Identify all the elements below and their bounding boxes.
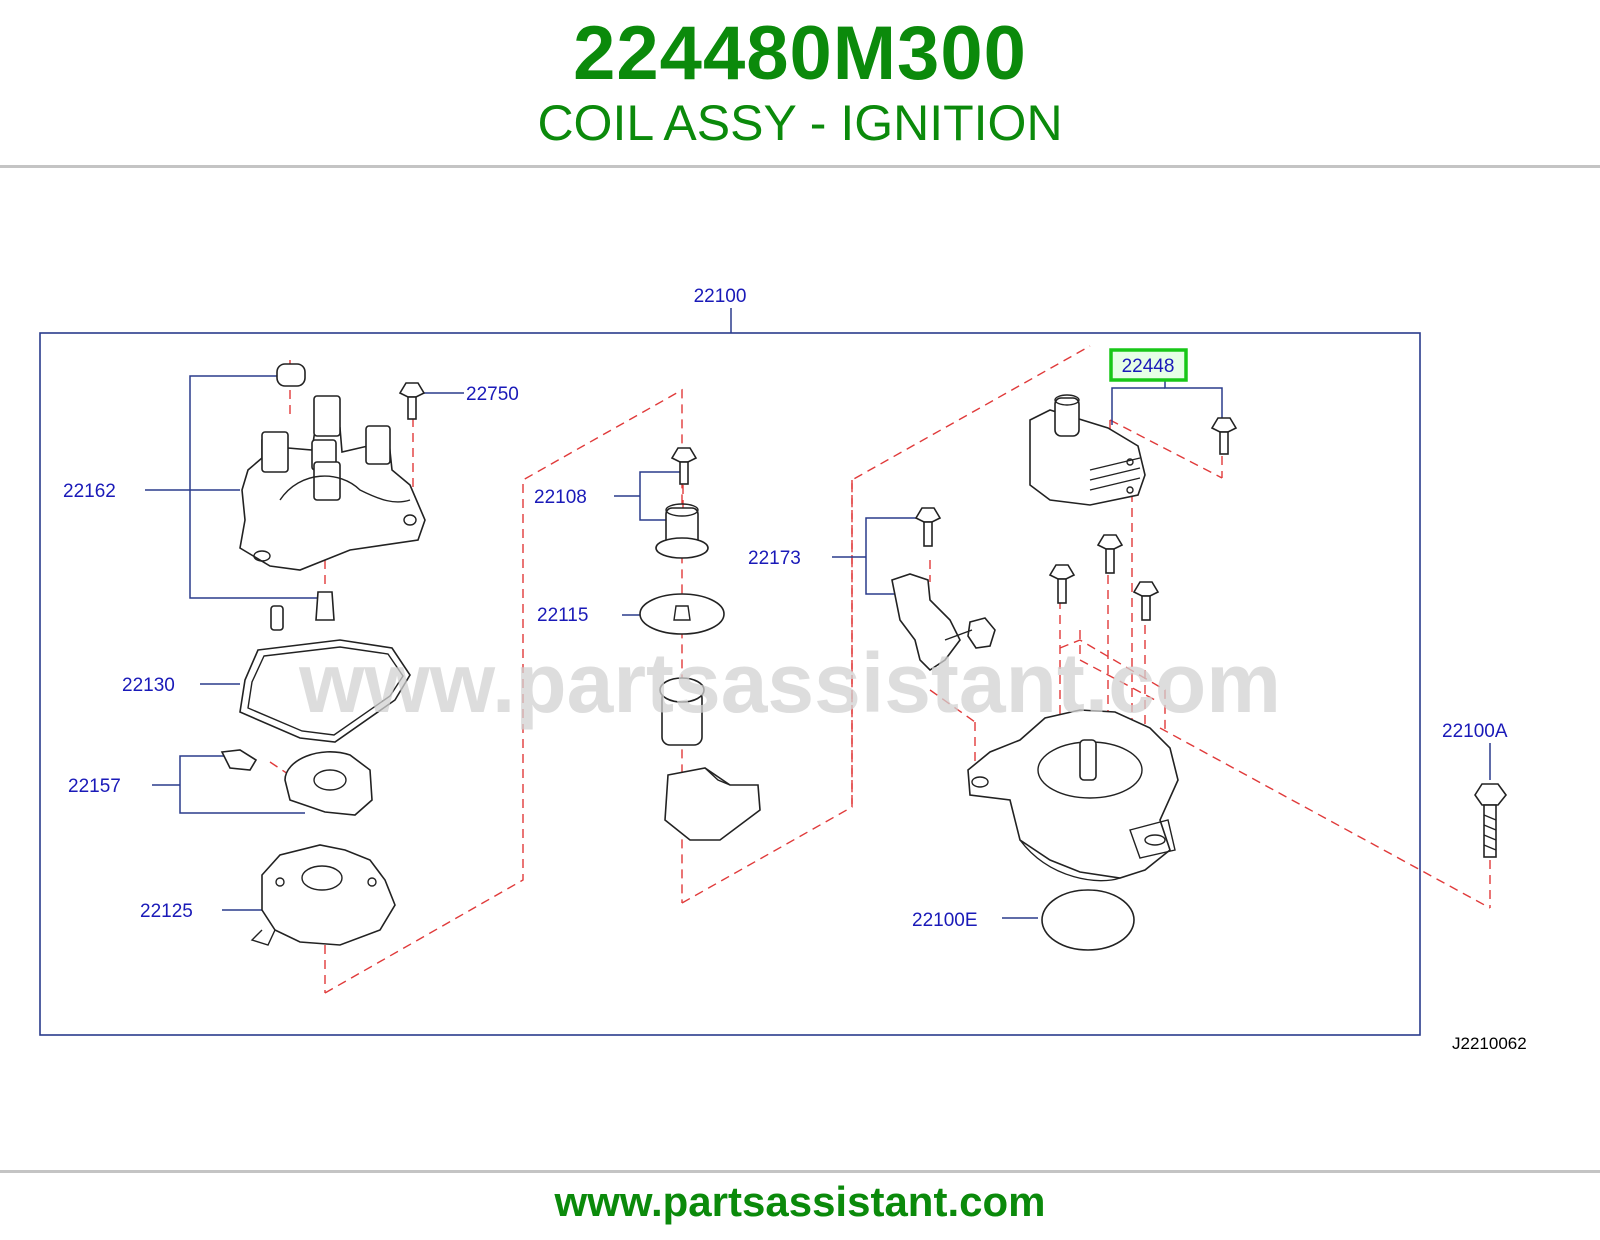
plate-22125-drawing <box>250 844 396 946</box>
callout-22100E[interactable]: 22100E <box>912 910 978 931</box>
callout-22125[interactable]: 22125 <box>140 901 193 922</box>
screw-22448-drawing <box>1210 417 1238 455</box>
screw-22750-drawing <box>398 382 426 420</box>
part-number-title: 224480M300 <box>573 11 1027 96</box>
disc-22115-drawing <box>639 593 725 635</box>
bolt-22100A-drawing <box>1474 783 1508 858</box>
screw-22108-drawing <box>670 447 698 485</box>
callout-22173[interactable]: 22173 <box>748 548 801 569</box>
ignition-coil-22448-drawing <box>1029 394 1146 506</box>
page-header: 224480M300 COIL ASSY - IGNITION <box>0 0 1600 168</box>
footer-website-link[interactable]: www.partsassistant.com <box>554 1178 1046 1225</box>
callout-22162[interactable]: 22162 <box>63 481 116 502</box>
callout-22130[interactable]: 22130 <box>122 675 175 696</box>
gasket-22130-drawing <box>239 639 411 743</box>
watermark-text: www.partsassistant.com <box>298 636 1281 730</box>
callout-22750[interactable]: 22750 <box>466 384 519 405</box>
sleeve-drawing <box>659 677 705 746</box>
diagram-reference-code: J2210062 <box>1452 1034 1527 1053</box>
distributor-cap-drawing <box>239 363 426 571</box>
sensor-bracket-22173-drawing <box>891 573 996 672</box>
footer-divider <box>0 1170 1600 1173</box>
callout-22100A[interactable]: 22100A <box>1442 721 1508 742</box>
part-name-subtitle: COIL ASSY - IGNITION <box>537 95 1063 151</box>
callout-22115[interactable]: 22115 <box>537 605 588 626</box>
screws-22173-drawing <box>914 507 1160 621</box>
header-divider <box>0 165 1600 168</box>
callout-22108[interactable]: 22108 <box>534 487 587 508</box>
shaft-seal-22108-drawing <box>655 503 709 559</box>
bracket-drawing <box>664 767 761 841</box>
assembly-frame <box>39 332 1421 1036</box>
callout-22157[interactable]: 22157 <box>68 776 121 797</box>
rotor-22157-drawing <box>220 749 373 816</box>
callout-22448[interactable]: 22448 <box>1122 356 1175 377</box>
springs-drawing <box>270 591 335 631</box>
highlight-box-22448[interactable] <box>1109 348 1188 382</box>
leader-lines <box>145 375 1491 919</box>
o-ring-22100E-drawing <box>1041 889 1135 951</box>
distributor-housing-drawing <box>967 709 1179 882</box>
explosion-dashed-lines <box>269 345 1491 994</box>
callout-22100[interactable]: 22100 <box>694 286 747 307</box>
